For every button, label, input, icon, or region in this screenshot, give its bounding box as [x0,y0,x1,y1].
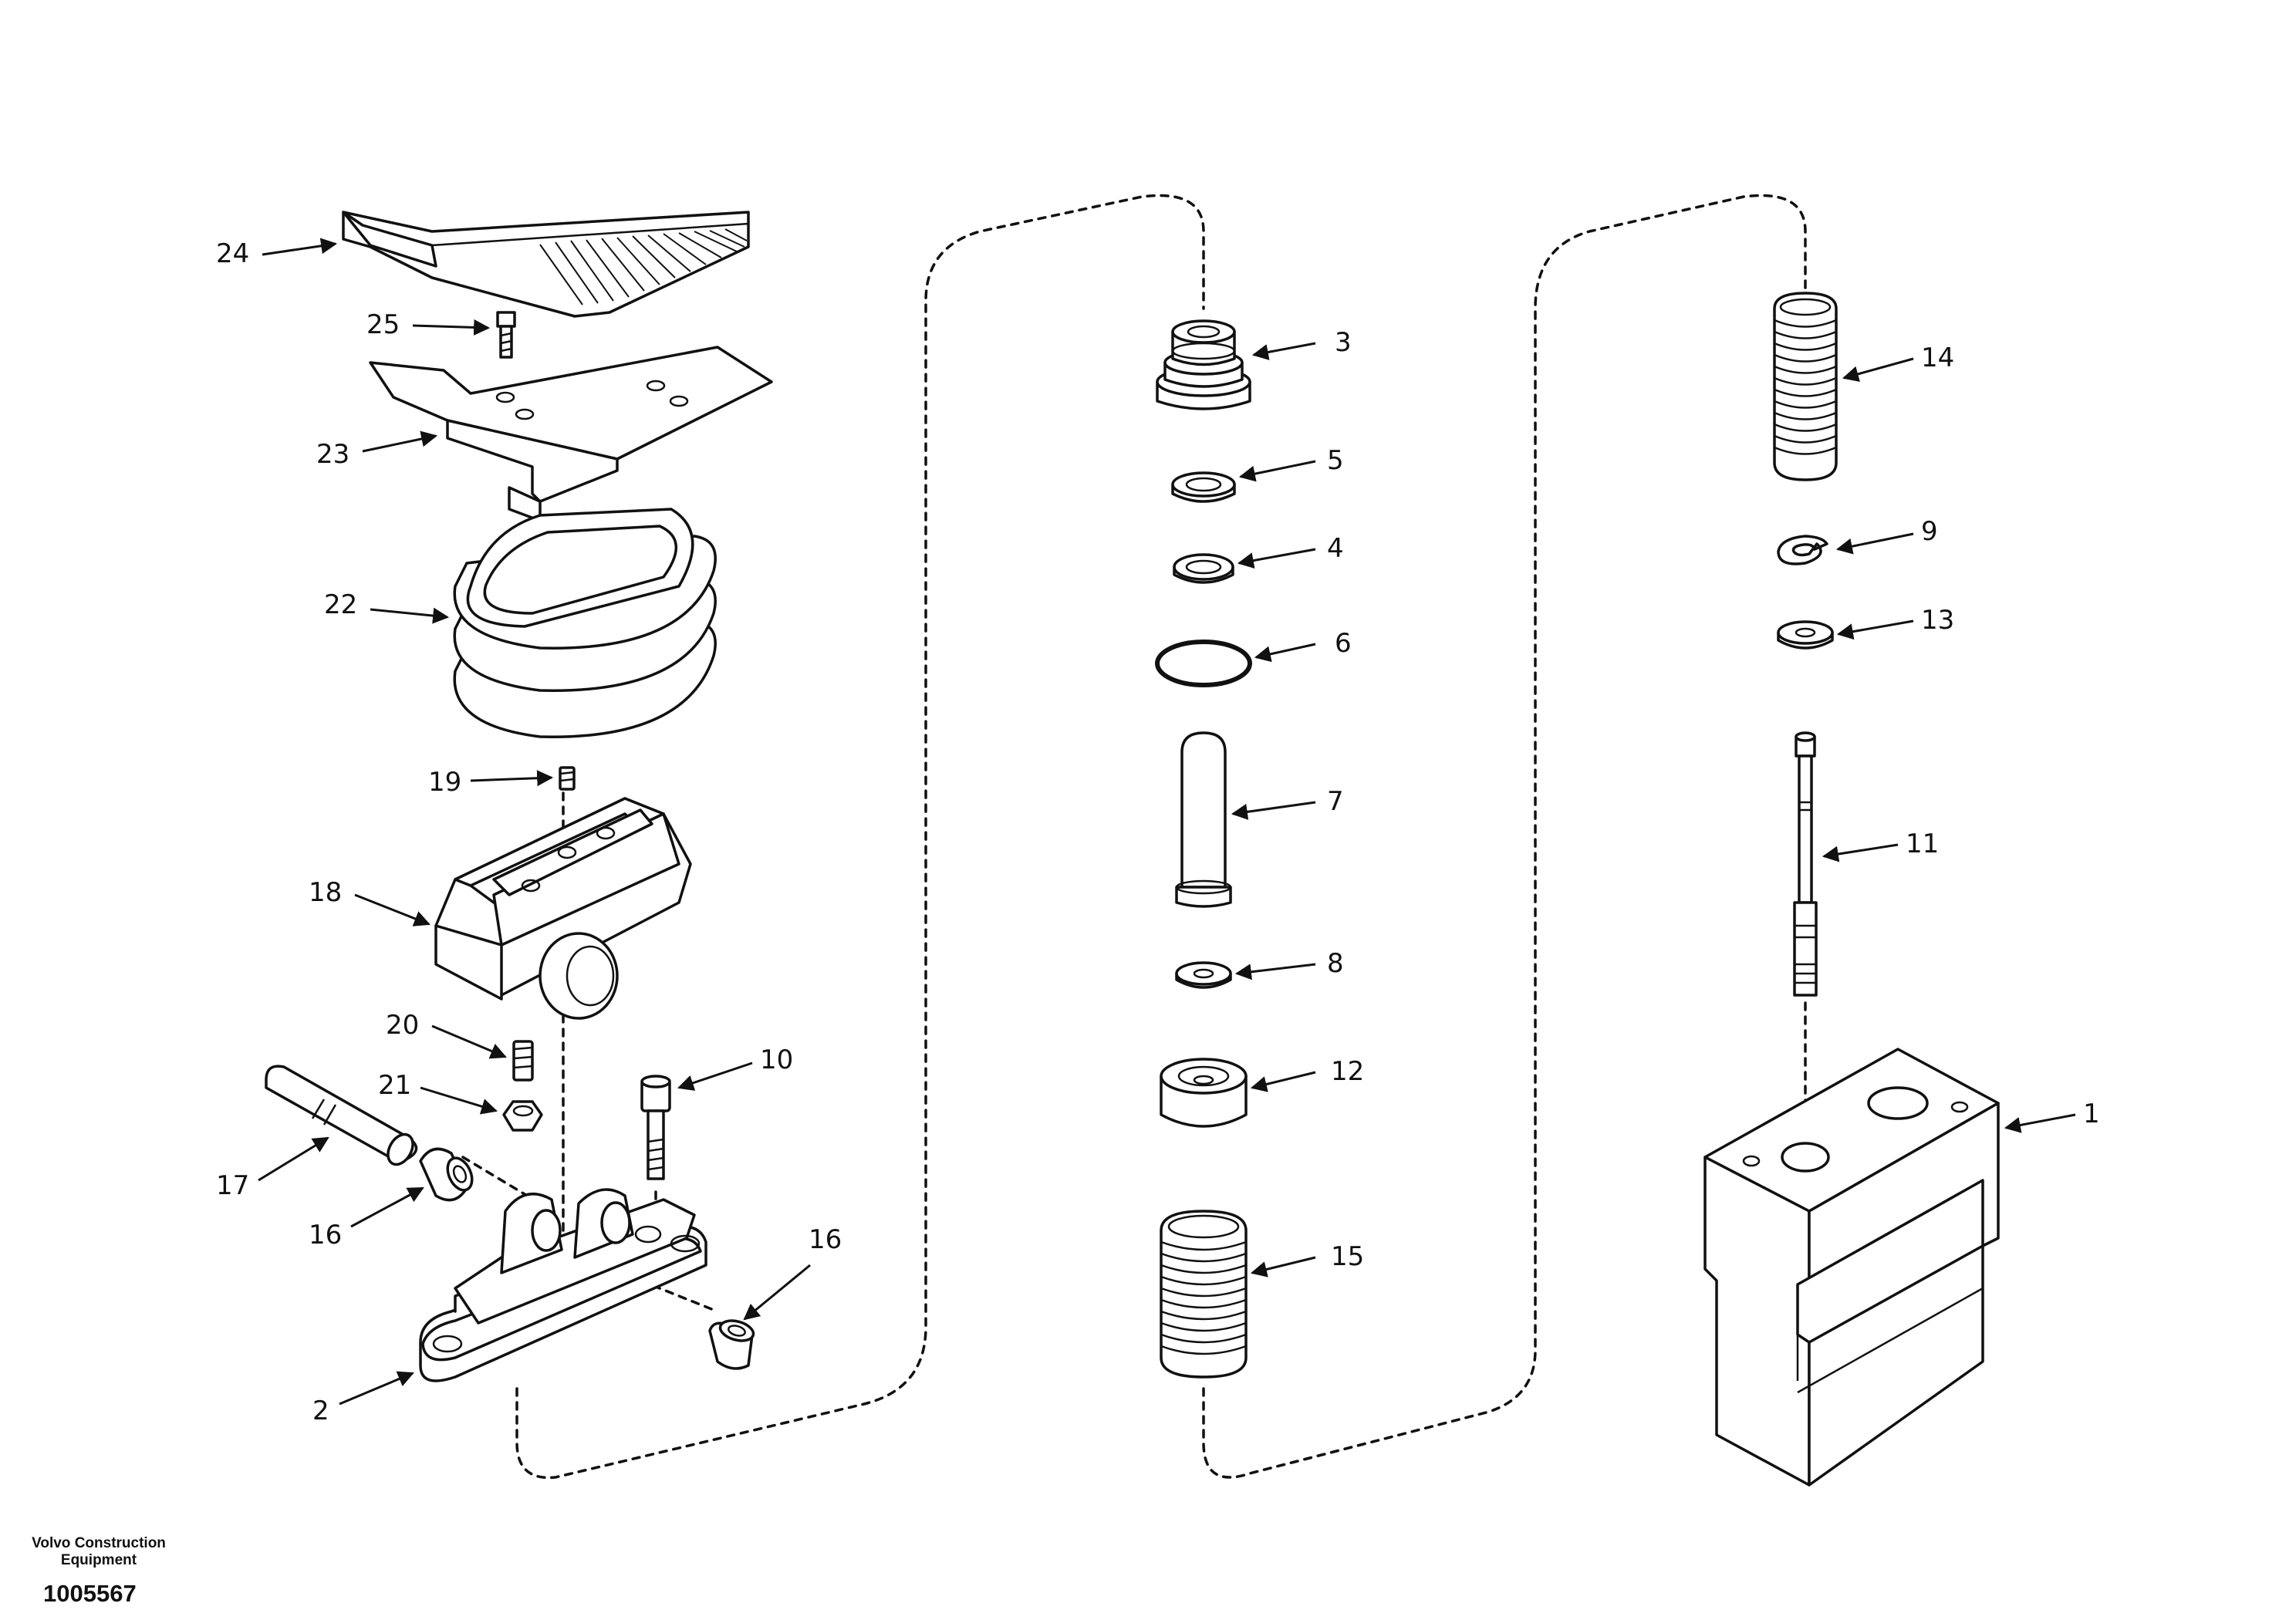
callout-13: 13 [1921,605,1954,636]
part-19-setscrew [559,766,576,791]
part-15-spring [1160,1210,1248,1379]
callout-9: 9 [1921,516,1938,547]
callout-8: 8 [1327,948,1344,979]
callout-16a: 16 [309,1220,342,1250]
company-name: Volvo Construction Equipment [32,1535,166,1568]
callout-19: 19 [428,767,461,798]
part-7-plunger [1175,731,1232,908]
drawing-number: 1005567 [43,1580,137,1607]
callout-14: 14 [1921,343,1954,373]
part-25-bolt [496,311,516,359]
callout-12: 12 [1331,1056,1364,1087]
callout-21: 21 [378,1070,411,1101]
callout-20: 20 [386,1010,419,1041]
part-4-washer [1173,553,1234,584]
callout-25: 25 [366,309,400,340]
callout-labels: 24 25 23 22 19 18 20 21 10 17 16 16 2 3 … [216,238,2100,1426]
part-1-valve-body [1703,1048,2000,1487]
callout-15: 15 [1331,1241,1364,1272]
callout-18: 18 [309,877,342,908]
callout-11: 11 [1906,829,1939,859]
part-23-bracket [369,346,773,522]
part-14-spring [1773,292,1838,481]
callout-17: 17 [216,1170,249,1201]
callout-7: 7 [1327,786,1344,817]
callout-1: 1 [2083,1099,2100,1129]
callout-3: 3 [1335,327,1352,358]
leader-lines [258,238,2076,1406]
assembly-path-right [1202,194,1807,1479]
part-6-oring [1155,640,1252,687]
part-16-bushing-a [419,1147,474,1202]
part-18-block [434,797,692,1020]
part-10-bolt [640,1075,671,1180]
callout-16b: 16 [809,1224,842,1255]
part-11-spool [1793,731,1818,997]
part-3-plug [1156,319,1251,410]
part-12-spring-seat [1160,1058,1248,1128]
part-5-seal [1171,471,1236,503]
part-8-washer [1175,961,1232,989]
part-16-bushing-b [708,1319,755,1370]
callout-10: 10 [760,1045,793,1075]
callout-2: 2 [312,1396,329,1426]
callout-5: 5 [1327,445,1344,476]
callout-22: 22 [324,589,357,620]
part-2-base [419,1188,707,1382]
part-21-nut [502,1100,543,1132]
callout-6: 6 [1335,628,1352,659]
part-20-setscrew [512,1040,534,1082]
callout-23: 23 [316,439,349,470]
callout-4: 4 [1327,533,1344,564]
part-9-snap-ring [1777,535,1828,565]
part-17-pin [265,1065,418,1166]
part-24-pedal [342,211,750,318]
part-22-boot [453,508,717,738]
part-13-washer [1777,620,1834,650]
callout-24: 24 [216,238,249,269]
